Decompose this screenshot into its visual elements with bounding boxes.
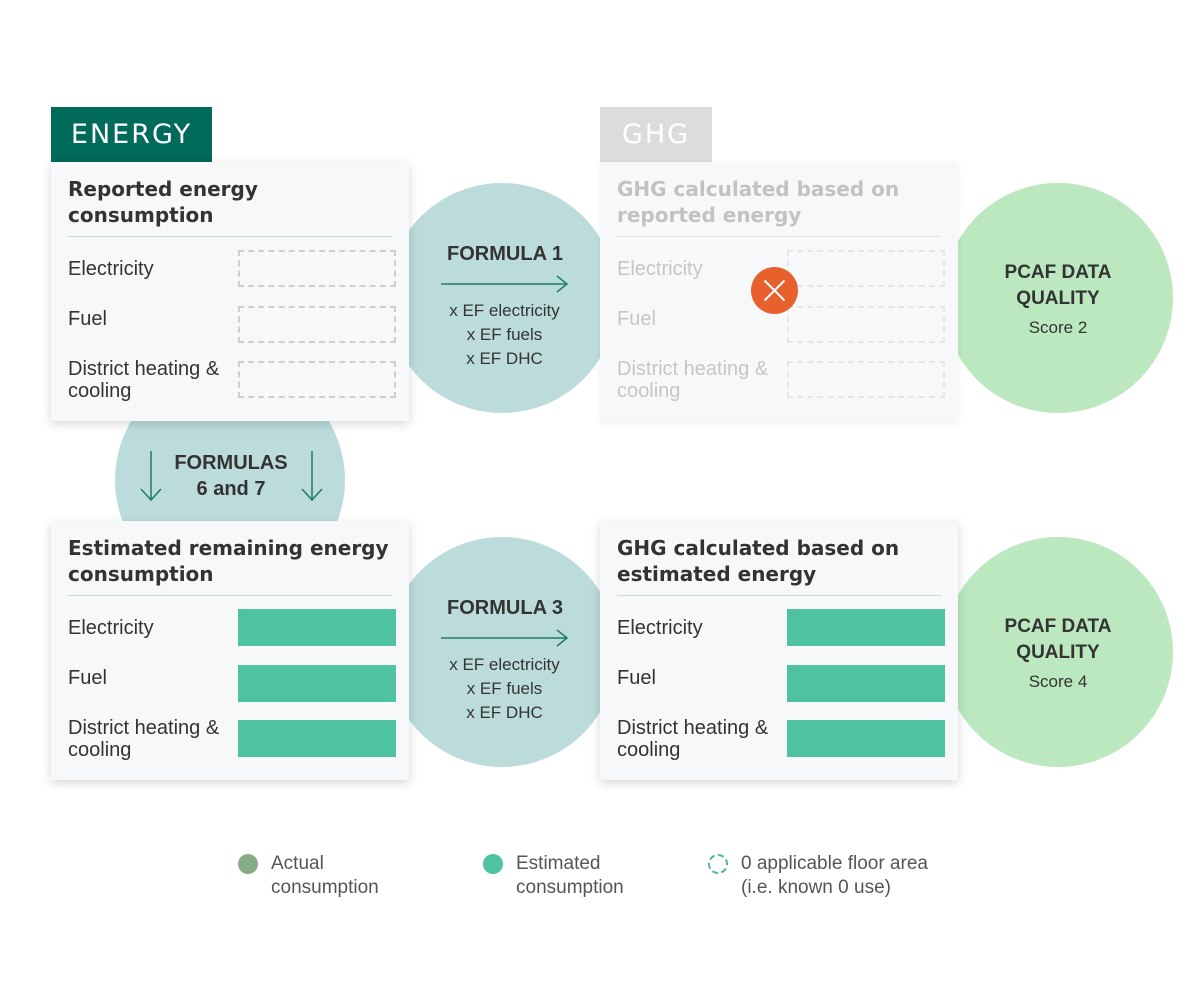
legend-actual-text: Actual consumption bbox=[271, 852, 379, 900]
pcaf-score2-label: PCAF DATA QUALITY Score 2 bbox=[968, 260, 1148, 338]
row-label: Fuel bbox=[68, 667, 107, 689]
legend-line: consumption bbox=[516, 877, 624, 898]
pcaf-score: Score 2 bbox=[1028, 318, 1088, 337]
card-title: Estimated remaining energy consumption bbox=[68, 535, 392, 596]
estimated-value-bar bbox=[787, 720, 945, 757]
factor-dhc: x EF DHC bbox=[466, 349, 543, 368]
estimated-value-bar bbox=[787, 609, 945, 646]
empty-value-box bbox=[787, 250, 945, 287]
pcaf-score2-circle bbox=[943, 183, 1173, 413]
legend-line: Actual bbox=[271, 853, 324, 874]
estimated-value-bar bbox=[787, 665, 945, 702]
dashed-circle-icon bbox=[708, 854, 728, 874]
row-label: District heating & cooling bbox=[617, 717, 769, 761]
pcaf-score: Score 4 bbox=[1028, 672, 1088, 691]
factor-electricity: x EF electricity bbox=[449, 655, 560, 674]
legend-estimated: Estimated consumption bbox=[483, 852, 624, 900]
legend-zero: 0 applicable floor area (i.e. known 0 us… bbox=[708, 852, 928, 900]
empty-value-box bbox=[238, 306, 396, 343]
factor-fuels: x EF fuels bbox=[466, 325, 543, 344]
row-label: Electricity bbox=[617, 617, 703, 639]
actual-dot-icon bbox=[238, 854, 258, 874]
arrow-right-icon bbox=[440, 274, 570, 294]
arrow-right-icon bbox=[440, 628, 570, 648]
row-label: Fuel bbox=[617, 667, 656, 689]
row-label: Electricity bbox=[68, 617, 154, 639]
pcaf-title-line1: PCAF DATA bbox=[1004, 616, 1112, 637]
legend-actual: Actual consumption bbox=[238, 852, 379, 900]
ghg-tab: GHG bbox=[600, 107, 712, 162]
card-title: Reported energy consumption bbox=[68, 176, 392, 237]
factor-electricity: x EF electricity bbox=[449, 301, 560, 320]
legend-line: (i.e. known 0 use) bbox=[741, 877, 891, 898]
row-label: District heating & cooling bbox=[68, 717, 220, 761]
empty-value-box bbox=[238, 250, 396, 287]
close-icon bbox=[751, 267, 798, 314]
pcaf-score4-label: PCAF DATA QUALITY Score 4 bbox=[968, 614, 1148, 692]
formulas67-line2: 6 and 7 bbox=[196, 478, 266, 500]
formula1-factors: x EF electricity x EF fuels x EF DHC bbox=[422, 299, 587, 371]
arrow-down-icon bbox=[139, 450, 163, 502]
estimated-value-bar bbox=[238, 720, 396, 757]
formulas67-label: FORMULAS 6 and 7 bbox=[160, 450, 302, 502]
card-title: GHG calculated based on reported energy bbox=[617, 176, 941, 237]
row-label: District heating & cooling bbox=[617, 358, 769, 402]
row-label: Electricity bbox=[68, 258, 154, 280]
estimated-value-bar bbox=[238, 609, 396, 646]
pcaf-title-line1: PCAF DATA bbox=[1004, 262, 1112, 283]
arrow-down-icon bbox=[300, 450, 324, 502]
pcaf-title-line2: QUALITY bbox=[1016, 642, 1100, 663]
formula1-title: FORMULA 1 bbox=[447, 243, 563, 265]
estimated-dot-icon bbox=[483, 854, 503, 874]
formula1-circle bbox=[387, 183, 617, 413]
legend-line: Estimated bbox=[516, 853, 601, 874]
legend-line: 0 applicable floor area bbox=[741, 853, 928, 874]
card-title: GHG calculated based on estimated energy bbox=[617, 535, 941, 596]
row-label: Fuel bbox=[617, 308, 656, 330]
factor-fuels: x EF fuels bbox=[466, 679, 543, 698]
empty-value-box bbox=[238, 361, 396, 398]
row-label: District heating & cooling bbox=[68, 358, 220, 402]
pcaf-score4-circle bbox=[943, 537, 1173, 767]
ghg-estimated-card: GHG calculated based on estimated energy… bbox=[600, 521, 958, 780]
formula3-factors: x EF electricity x EF fuels x EF DHC bbox=[422, 653, 587, 725]
empty-value-box bbox=[787, 361, 945, 398]
estimated-value-bar bbox=[238, 665, 396, 702]
formula3-title: FORMULA 3 bbox=[447, 597, 563, 619]
formula3-circle bbox=[387, 537, 617, 767]
pcaf-title-line2: QUALITY bbox=[1016, 288, 1100, 309]
formula3-label: FORMULA 3 bbox=[430, 597, 580, 620]
formula1-label: FORMULA 1 bbox=[430, 243, 580, 266]
estimated-energy-card: Estimated remaining energy consumption E… bbox=[51, 521, 409, 780]
formulas67-line1: FORMULAS bbox=[174, 452, 288, 474]
energy-tab: ENERGY bbox=[51, 107, 212, 162]
empty-value-box bbox=[787, 306, 945, 343]
row-label: Fuel bbox=[68, 308, 107, 330]
factor-dhc: x EF DHC bbox=[466, 703, 543, 722]
reported-energy-card: Reported energy consumption Electricity … bbox=[51, 162, 409, 421]
legend-zero-text: 0 applicable floor area (i.e. known 0 us… bbox=[741, 852, 928, 900]
row-label: Electricity bbox=[617, 258, 703, 280]
legend-line: consumption bbox=[271, 877, 379, 898]
legend-estimated-text: Estimated consumption bbox=[516, 852, 624, 900]
